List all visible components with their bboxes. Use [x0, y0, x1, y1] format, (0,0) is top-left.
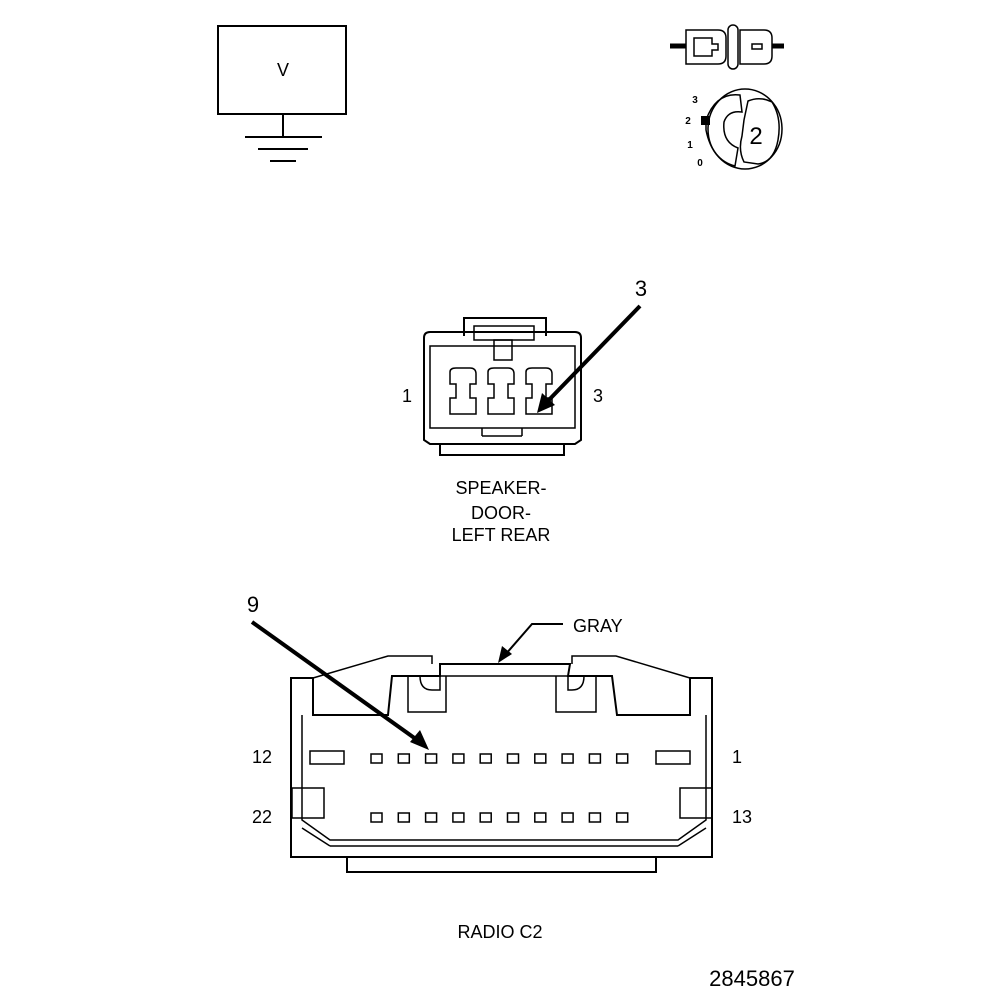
ignition-key-position: 2 [749, 123, 762, 150]
radio-pin-row-bottom [370, 812, 629, 823]
radio-callout-arrowhead [410, 730, 429, 750]
gray-callout-arrowhead [498, 646, 512, 663]
ignition-position-label: 1 [687, 140, 693, 151]
ignition-key-icon [701, 88, 783, 170]
radio-pin-cavity [479, 812, 492, 823]
radio-pin-cavity [615, 812, 629, 823]
radio-pin-cavity [397, 812, 411, 823]
radio-color-label: GRAY [573, 616, 623, 636]
speaker-caption-line: LEFT REAR [452, 525, 551, 545]
radio-pin-cavity-large [655, 750, 691, 765]
radio-pin-cavity [534, 812, 547, 823]
radio-pin-12-label: 12 [252, 747, 272, 767]
speaker-pin-cavity [525, 367, 553, 415]
radio-connector [250, 620, 713, 873]
radio-pin-cavity [370, 753, 383, 764]
radio-pin-cavity [561, 753, 574, 764]
speaker-caption-line: SPEAKER- [455, 478, 546, 498]
radio-pin-cavity [588, 812, 602, 823]
speaker-pin-cavity [487, 367, 515, 415]
ignition-position-label: 3 [692, 95, 698, 106]
radio-pin-cavity [506, 753, 520, 764]
radio-pin-13-label: 13 [732, 807, 752, 827]
radio-pin-row-top [370, 753, 629, 764]
radio-pin-1-label: 1 [732, 747, 742, 767]
radio-pin-cavity [397, 753, 411, 764]
speaker-pin-1-label: 1 [402, 386, 412, 406]
radio-callout-number: 9 [247, 592, 259, 617]
voltmeter-icon [217, 25, 347, 162]
radio-caption: RADIO C2 [457, 922, 542, 942]
ignition-position-label: 2 [685, 116, 691, 127]
voltmeter-label: V [277, 60, 289, 80]
radio-pin-cavity [588, 753, 602, 764]
radio-pin-cavity [506, 812, 520, 823]
radio-pin-cavity-large [309, 750, 345, 765]
speaker-pin-cavity [449, 367, 477, 415]
ignition-position-label: 0 [697, 158, 703, 169]
figure-number: 2845867 [709, 966, 795, 991]
radio-pin-cavity [370, 812, 383, 823]
radio-pin-cavity [424, 812, 438, 823]
radio-pin-cavity [534, 753, 547, 764]
speaker-connector [423, 304, 642, 456]
radio-pin-cavity [479, 753, 492, 764]
speaker-pin-3-label: 3 [593, 386, 603, 406]
speaker-caption-line: DOOR- [471, 503, 531, 523]
radio-pin-22-label: 22 [252, 807, 272, 827]
speaker-callout-number: 3 [635, 276, 647, 301]
connector-disconnect-icon [670, 24, 784, 70]
radio-pin-cavity [615, 753, 629, 764]
radio-pin-cavity [452, 753, 465, 764]
radio-pin-cavity [424, 753, 438, 764]
speaker-callout-arrowhead [537, 393, 555, 413]
radio-pin-cavity [561, 812, 574, 823]
radio-pin-cavity [452, 812, 465, 823]
